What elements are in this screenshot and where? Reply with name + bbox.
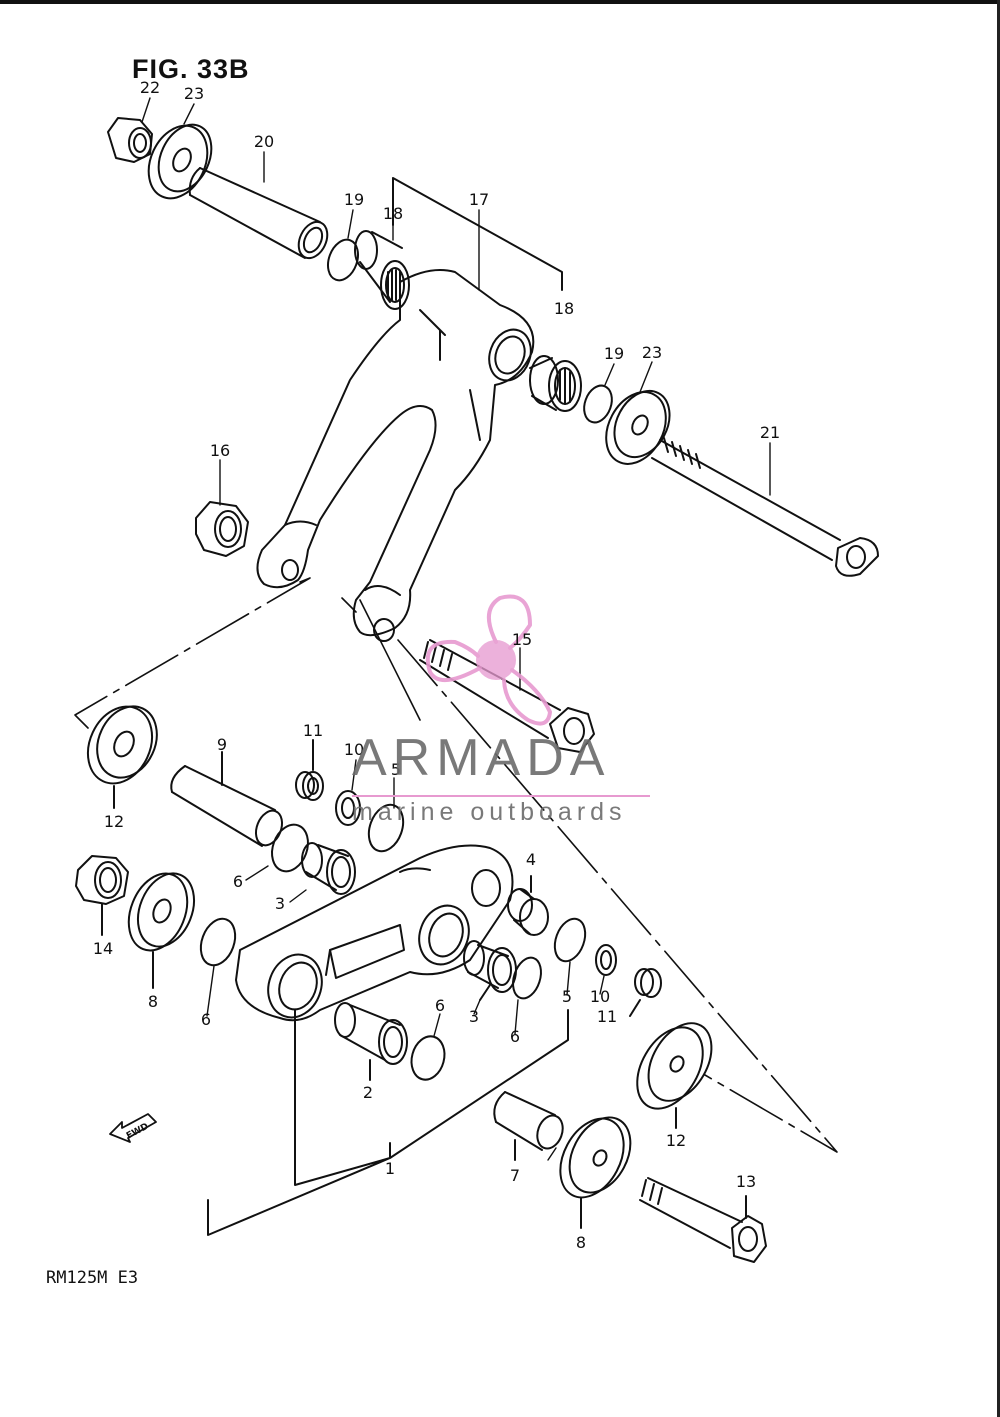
callout-5: 5 (390, 760, 402, 779)
callout-4: 4 (525, 850, 537, 869)
part-19-seal-right (583, 384, 613, 424)
callout-10: 10 (343, 740, 365, 759)
fwd-arrow-icon: FWD (109, 1113, 157, 1143)
part-22-nut (107, 117, 153, 163)
part-1-cushion-rod (235, 844, 514, 1022)
part-10-ring-upper (335, 790, 361, 826)
callout-6: 6 (509, 1027, 521, 1046)
callout-8: 8 (575, 1233, 587, 1252)
model-code: RM125M E3 (46, 1268, 139, 1288)
callout-19: 19 (603, 344, 625, 363)
callout-22: 22 (139, 78, 161, 97)
part-18-bearing-right (529, 355, 582, 412)
part-11-bush-right (629, 968, 662, 1017)
part-23-washer-upper (147, 123, 213, 200)
callout-6: 6 (232, 872, 244, 891)
part-13-bolt (639, 1177, 767, 1263)
callout-18: 18 (553, 299, 575, 318)
part-19-seal-upper (327, 238, 359, 282)
watermark-divider (352, 795, 650, 797)
part-2-bearing (334, 1002, 408, 1081)
callout-3: 3 (274, 894, 286, 913)
callout-23: 23 (641, 343, 663, 362)
part-20-collar (188, 167, 329, 260)
part-6-seal-lower (410, 1035, 446, 1081)
callout-11: 11 (302, 721, 324, 740)
callout-7: 7 (509, 1166, 521, 1185)
part-17-bracket-line (392, 177, 563, 291)
part-8-washer-lower (559, 1116, 632, 1229)
part-6-seal-upper (271, 823, 309, 873)
part-5-seal-right (553, 917, 587, 963)
part-14-nut (75, 855, 129, 936)
callout-15: 15 (511, 630, 533, 649)
center-lines (74, 577, 838, 1153)
callout-1: 1 (384, 1159, 396, 1178)
propeller-icon (425, 594, 552, 726)
callout-19: 19 (343, 190, 365, 209)
callout-17: 17 (468, 190, 490, 209)
callout-12: 12 (665, 1131, 687, 1150)
leader-lines (141, 97, 771, 1161)
part-6-seal-right (512, 956, 542, 1000)
part-12-washer-right (636, 1022, 713, 1129)
callout-6: 6 (200, 1010, 212, 1029)
callout-9: 9 (216, 735, 228, 754)
part-7-collar (493, 1091, 564, 1161)
watermark-brand-name: ARMADA (352, 729, 611, 787)
part-6-seal-left (199, 917, 237, 967)
callout-16: 16 (209, 441, 231, 460)
callout-6: 6 (434, 996, 446, 1015)
part-3-bearing-lower (463, 940, 517, 1001)
figure-title: FIG. 33B (132, 54, 250, 84)
callout-5: 5 (561, 987, 573, 1006)
part-10-ring-right (595, 944, 617, 976)
callout-12: 12 (103, 812, 125, 831)
callout-11: 11 (596, 1007, 618, 1026)
part-17-cushion-lever (256, 269, 535, 642)
part-4-bush (507, 875, 549, 936)
callout-20: 20 (253, 132, 275, 151)
part-21-bolt (651, 437, 879, 577)
callout-23: 23 (183, 84, 205, 103)
part-9-collar (170, 751, 284, 847)
watermark-tagline: marine outboards (352, 798, 627, 826)
callout-2: 2 (362, 1083, 374, 1102)
part-3-bearing-upper (301, 842, 356, 895)
part-1-bracket-line (207, 1009, 569, 1236)
callout-21: 21 (759, 423, 781, 442)
part-8-washer-left (127, 872, 195, 989)
callout-3: 3 (468, 1007, 480, 1026)
part-11-bush-upper (295, 739, 324, 801)
part-23-washer-right (605, 389, 671, 465)
callout-13: 13 (735, 1172, 757, 1191)
part-18-bearing-upper (354, 230, 410, 310)
callout-18: 18 (382, 204, 404, 223)
part-16-nut (195, 501, 249, 557)
part-12-washer-left (86, 705, 158, 809)
callout-8: 8 (147, 992, 159, 1011)
callout-14: 14 (92, 939, 114, 958)
callout-10: 10 (589, 987, 611, 1006)
